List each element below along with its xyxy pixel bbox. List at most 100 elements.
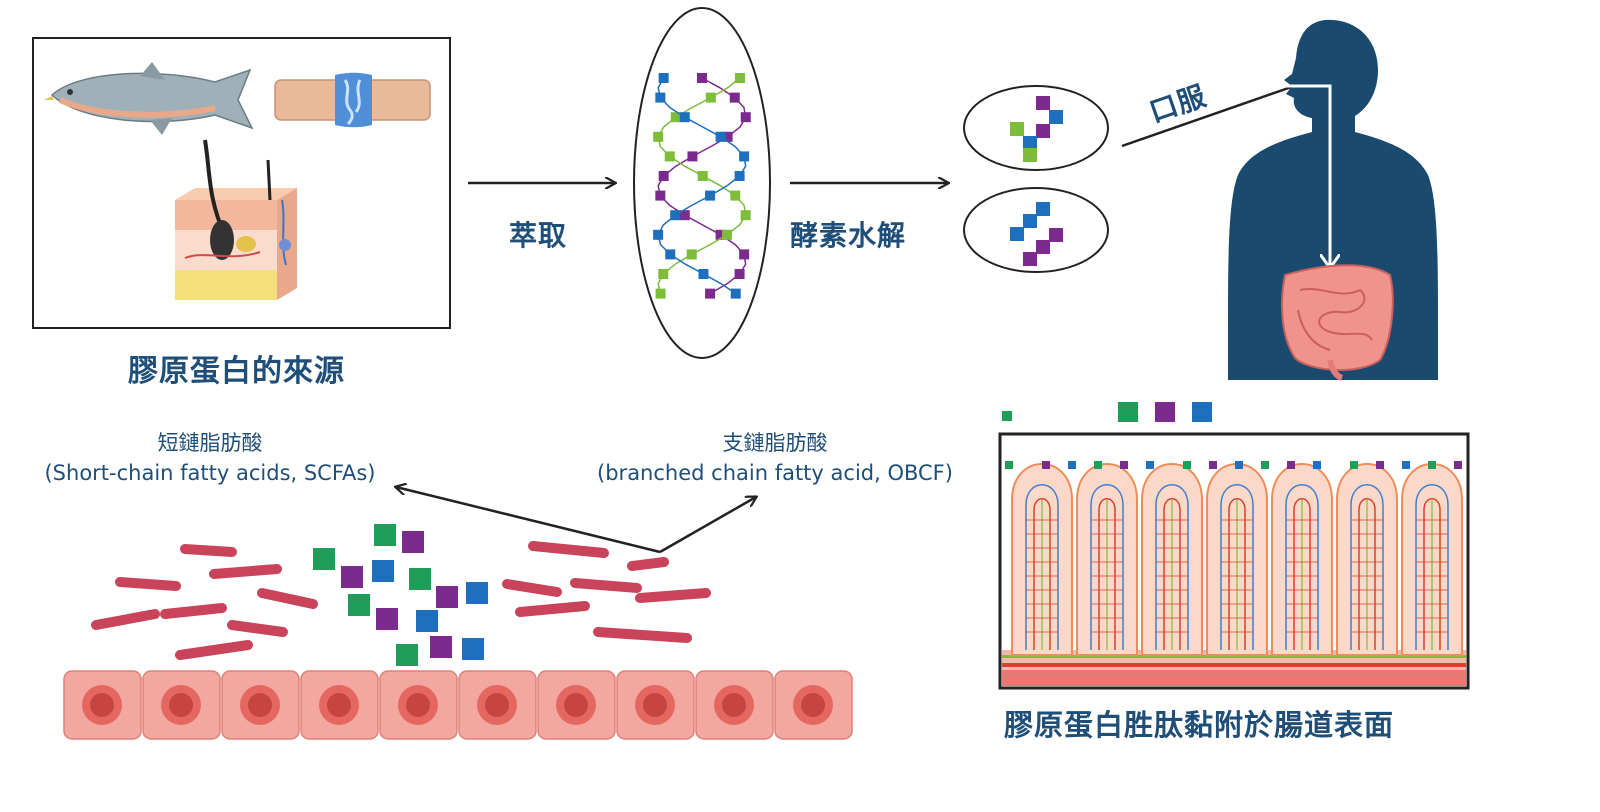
helix-residue: [722, 229, 733, 240]
peptide-ellipse-bottom: [963, 187, 1109, 273]
helix-residue: [705, 92, 716, 103]
helix-residue: [705, 288, 716, 299]
helix-residue: [658, 171, 669, 181]
helix-residue: [655, 92, 666, 103]
extraction-label: 萃取: [509, 219, 568, 252]
villi-peptide: [1287, 461, 1295, 469]
villi-peptide: [1094, 461, 1102, 469]
villus: [1401, 463, 1463, 656]
villi-peptide: [1042, 461, 1050, 469]
bacterium: [115, 577, 181, 591]
helix-residue: [698, 269, 709, 279]
helix-residue: [734, 171, 745, 181]
villus: [1076, 463, 1138, 656]
villus: [1206, 463, 1268, 656]
villi-peptide: [1313, 461, 1321, 469]
villus: [1011, 463, 1073, 656]
peptide-fragment: [402, 531, 424, 553]
villi-peptide: [1005, 461, 1013, 469]
villus: [1336, 463, 1398, 656]
joint-icon: [274, 72, 431, 128]
epithelial-cell: [379, 670, 458, 740]
helix-residue: [686, 249, 697, 260]
bacterium: [570, 578, 642, 593]
villi-peptide: [1183, 461, 1191, 469]
epithelial-cell: [695, 670, 774, 740]
villi-peptide: [1454, 461, 1462, 469]
peptide-fragment: [341, 566, 363, 588]
bacterium: [635, 588, 711, 603]
villi-peptide: [1235, 461, 1243, 469]
bcfa-chinese: 支鏈脂肪酸: [722, 431, 828, 455]
helix-residue: [658, 73, 669, 83]
helix-residue: [655, 190, 666, 201]
peptide-fragment: [376, 608, 398, 630]
helix-residue: [730, 288, 741, 299]
bacterium: [180, 544, 237, 557]
peptide-fragment: [436, 586, 458, 608]
helix-strand: [657, 77, 747, 295]
villi-peptide: [1376, 461, 1384, 469]
peptide-fragment: [409, 568, 431, 590]
villi-peptide: [1350, 461, 1358, 469]
collagen-sources-box: [32, 37, 451, 329]
peptide-fragment: [430, 636, 452, 658]
helix-residue: [722, 131, 733, 142]
helix-residue: [679, 210, 690, 221]
epithelial-cell: [458, 670, 537, 740]
helix-residue: [653, 131, 664, 142]
epithelial-cell: [616, 670, 695, 740]
epithelial-cells: [63, 670, 853, 740]
arrow-to-scfa: [396, 487, 661, 554]
bacterium: [257, 588, 318, 609]
helix-residue: [740, 112, 751, 123]
villus: [1271, 463, 1333, 656]
epithelial-cell: [221, 670, 300, 740]
bacterium: [209, 564, 282, 579]
villi-peptide: [1146, 461, 1154, 469]
villi-legend: [1002, 402, 1212, 422]
villi-peptide: [1261, 461, 1269, 469]
peptide-adhesion-label: 膠原蛋白胜肽黏附於腸道表面: [1004, 708, 1395, 742]
helix-residue: [715, 229, 726, 240]
bacterium: [528, 541, 609, 558]
villi-peptide: [1068, 461, 1076, 469]
peptide-fragment: [313, 548, 335, 570]
helix-residue: [697, 73, 707, 83]
bacteria-group: [91, 541, 711, 660]
helix-residue: [687, 151, 698, 162]
helix-residue: [734, 73, 745, 83]
villi-peptide: [1428, 461, 1436, 469]
collagen-molecule: [633, 7, 771, 359]
helix-residue: [653, 229, 664, 240]
bacterium: [175, 640, 253, 660]
epithelial-cell: [774, 670, 853, 740]
enzymatic-hydrolysis-label: 酵素水解: [790, 219, 907, 252]
villi-peptide: [1402, 461, 1410, 469]
bcfa-label: 支鏈脂肪酸 (branched chain fatty acid, OBCF): [580, 428, 970, 488]
scfa-chinese: 短鏈脂肪酸: [157, 431, 263, 455]
peptide-fragment: [396, 644, 418, 666]
intestinal-villi-panel: [998, 432, 1470, 690]
villus: [1141, 463, 1203, 656]
peptide-fragment: [372, 560, 394, 582]
bacterium: [91, 609, 160, 630]
villi-peptide: [1209, 461, 1217, 469]
fish-icon: [44, 62, 254, 135]
helix-residue: [715, 131, 726, 142]
epithelial-cell: [300, 670, 379, 740]
helix-residue: [697, 171, 708, 181]
human-silhouette-icon: [1228, 19, 1438, 381]
peptide-fragment: [466, 582, 488, 604]
villi-peptide: [1120, 461, 1128, 469]
helix-residue: [729, 92, 740, 103]
peptide-fragment: [374, 524, 396, 546]
helix-residue: [670, 112, 681, 123]
bacterium: [627, 557, 669, 571]
helix-residue: [705, 190, 716, 201]
helix-residue: [658, 269, 669, 279]
epithelial-cell: [63, 670, 142, 740]
bacterium: [593, 627, 692, 643]
helix-residue: [739, 249, 750, 260]
bcfa-english: (branched chain fatty acid, OBCF): [597, 461, 953, 485]
